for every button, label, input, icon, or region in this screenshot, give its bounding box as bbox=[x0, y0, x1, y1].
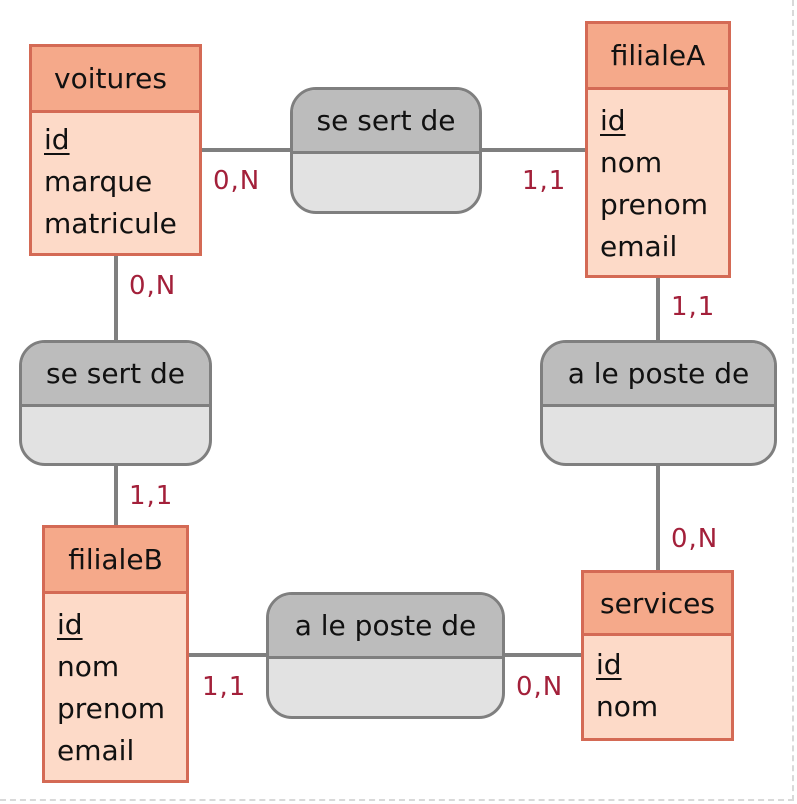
association-bottom[interactable]: a le poste de bbox=[266, 592, 505, 719]
association-top[interactable]: se sert de bbox=[290, 87, 482, 214]
attr-filialeB-id: id bbox=[57, 608, 83, 641]
association-top-header: se sert de bbox=[293, 90, 479, 154]
association-left-header: se sert de bbox=[22, 343, 209, 407]
entity-services-name: services bbox=[600, 586, 715, 620]
attr-voitures-id: id bbox=[44, 123, 70, 156]
association-left[interactable]: se sert de bbox=[19, 340, 212, 466]
entity-filialeA[interactable]: filialeA id nom prenom email bbox=[585, 21, 731, 278]
entity-services-attributes: id nom bbox=[584, 636, 731, 728]
entity-voitures-attributes: id marque matricule bbox=[32, 113, 199, 245]
cardinality-filialeA-top: 1,1 bbox=[522, 166, 567, 196]
cardinality-filialeA-right: 1,1 bbox=[671, 292, 716, 322]
attr-filialeA-id: id bbox=[600, 104, 626, 137]
association-right[interactable]: a le poste de bbox=[540, 340, 777, 466]
attr-filialeA-email: email bbox=[600, 230, 678, 263]
attr-filialeB-prenom: prenom bbox=[57, 692, 166, 725]
entity-filialeB-name: filialeB bbox=[68, 543, 163, 576]
attr-filialeA-prenom: prenom bbox=[600, 188, 709, 221]
attr-services-id: id bbox=[596, 648, 622, 681]
attr-filialeB-email: email bbox=[57, 734, 135, 767]
cardinality-services-bottom: 0,N bbox=[516, 672, 564, 702]
entity-voitures[interactable]: voitures id marque matricule bbox=[29, 44, 202, 256]
entity-filialeA-name: filialeA bbox=[610, 39, 706, 72]
entity-voitures-header: voitures bbox=[32, 47, 199, 113]
attr-voitures-marque: marque bbox=[44, 165, 153, 198]
attr-voitures-matricule: matricule bbox=[44, 207, 177, 240]
entity-filialeB-header: filialeB bbox=[45, 528, 186, 594]
entity-filialeB-attributes: id nom prenom email bbox=[45, 594, 186, 772]
attr-filialeB-nom: nom bbox=[57, 650, 120, 683]
association-left-name: se sert de bbox=[46, 357, 185, 390]
association-right-name: a le poste de bbox=[567, 357, 750, 390]
association-bottom-header: a le poste de bbox=[269, 595, 502, 659]
attr-filialeA-nom: nom bbox=[600, 146, 663, 179]
association-bottom-name: a le poste de bbox=[294, 609, 477, 642]
attr-services-nom: nom bbox=[596, 690, 659, 723]
cardinality-voitures-left: 0,N bbox=[129, 271, 177, 301]
association-top-name: se sert de bbox=[316, 104, 456, 137]
entity-services-header: services bbox=[584, 573, 731, 636]
cardinality-voitures-top: 0,N bbox=[213, 166, 261, 196]
entity-filialeB[interactable]: filialeB id nom prenom email bbox=[42, 525, 189, 783]
entity-voitures-name: voitures bbox=[54, 62, 167, 95]
entity-services[interactable]: services id nom bbox=[581, 570, 734, 741]
cardinality-services-right: 0,N bbox=[671, 524, 719, 554]
association-right-header: a le poste de bbox=[543, 343, 774, 407]
cardinality-filialeB-left: 1,1 bbox=[129, 481, 174, 511]
cardinality-filialeB-bottom: 1,1 bbox=[202, 672, 247, 702]
entity-filialeA-attributes: id nom prenom email bbox=[588, 90, 728, 268]
entity-filialeA-header: filialeA bbox=[588, 24, 728, 90]
